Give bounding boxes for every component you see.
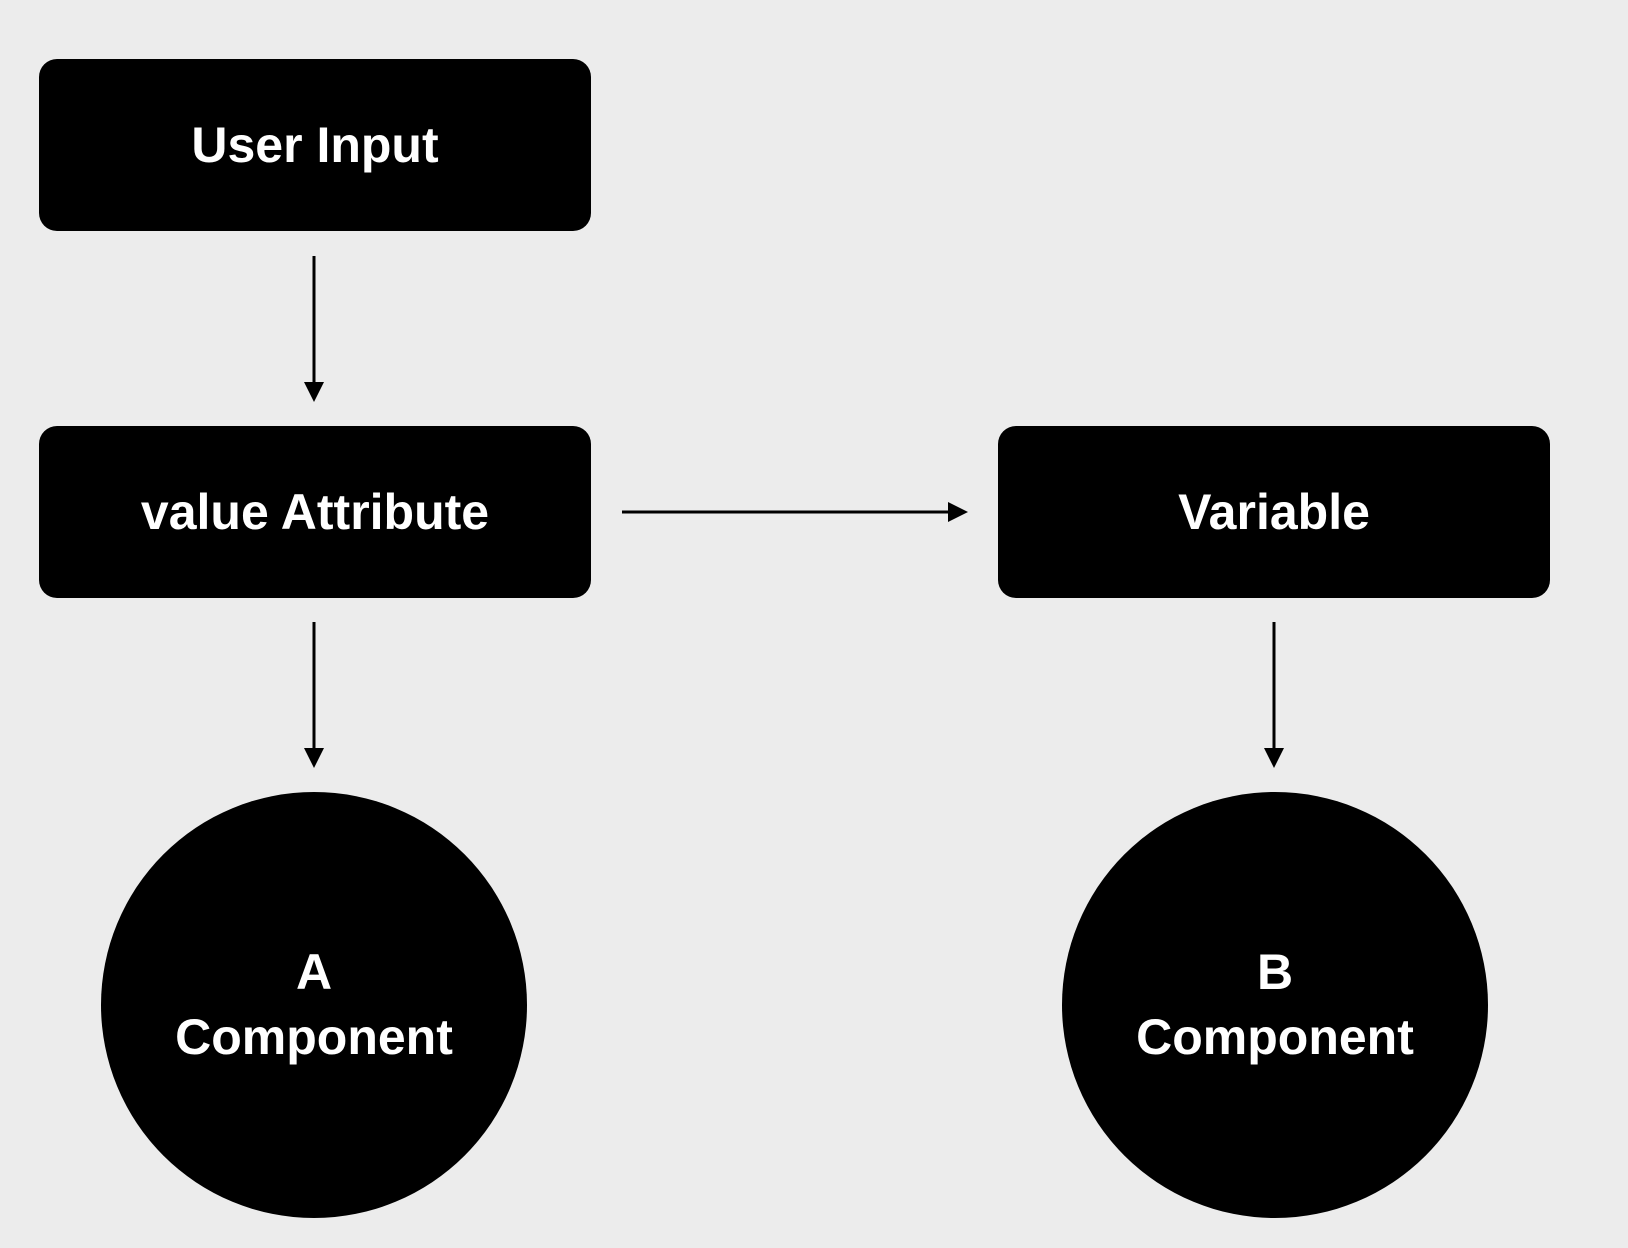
node-a-component-label: Component	[175, 1009, 453, 1065]
node-user-input-label: User Input	[191, 116, 439, 173]
node-b-component-letter: B	[1256, 944, 1294, 1000]
arrow-value-attribute-to-a-component	[304, 622, 324, 768]
node-variable: Variable	[998, 426, 1550, 598]
node-b-component: B Component	[1062, 792, 1488, 1218]
node-a-component: A Component	[101, 792, 527, 1218]
node-value-attribute-label: value Attribute	[140, 483, 490, 540]
arrow-variable-to-b-component	[1264, 622, 1284, 768]
arrow-user-input-to-value-attribute	[304, 256, 324, 402]
node-a-component-letter: A	[295, 944, 333, 1000]
node-b-component-label: Component	[1136, 1009, 1414, 1065]
node-variable-label: Variable	[1178, 483, 1370, 540]
arrow-value-attribute-to-variable	[622, 502, 968, 522]
node-value-attribute: value Attribute	[39, 426, 591, 598]
node-user-input: User Input	[39, 59, 591, 231]
